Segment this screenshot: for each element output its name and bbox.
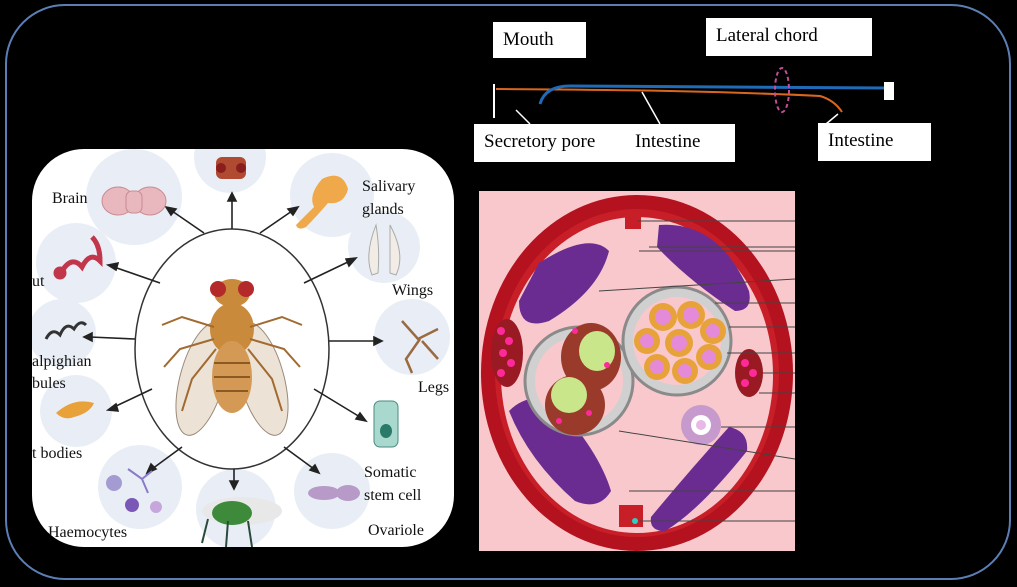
label-intestine-2: Intestine: [818, 123, 931, 161]
lateral-chord-line: [538, 84, 885, 105]
somatic-stem-cell-icon: [373, 400, 399, 448]
ovary-fly-icon: [201, 497, 282, 547]
fat-icon: [56, 401, 94, 419]
figure-frame: [5, 4, 1011, 580]
label-mouth: Mouth: [493, 22, 586, 58]
tail-marker: [884, 82, 894, 100]
malpighian-bubble: [32, 299, 96, 367]
label-legs: Legs: [418, 379, 450, 396]
label-haemocytes: Haemocytes: [48, 524, 128, 541]
label-wings: Wings: [392, 282, 434, 299]
cross-section-svg: [479, 191, 795, 551]
intestine-line: [495, 88, 843, 113]
drosophila-illustration: [32, 149, 450, 547]
section-plane-marker: [774, 67, 790, 113]
label-somatic-stem-cell: Somatic stem cell: [364, 464, 422, 504]
ovariole-icon: [308, 485, 360, 501]
malpighian-icon: [44, 321, 88, 340]
label-intestine-1: Intestine: [625, 124, 735, 162]
label-secretory-pore: Secretory pore: [474, 124, 625, 162]
wings-bubble: [348, 211, 420, 283]
worm-cross-section: [479, 191, 795, 551]
label-lateral-chord: Lateral chord: [706, 18, 872, 56]
brain-icon: [101, 186, 167, 216]
label-malpighian-tubules: alpighian bules: [32, 353, 92, 392]
legs-bubble: [374, 299, 450, 375]
legs-icon: [401, 320, 439, 374]
haemocyte-icon: [106, 468, 162, 513]
wings-icon: [368, 223, 401, 276]
gut-icon: [53, 235, 103, 280]
label-ovariole: Ovariole: [368, 522, 424, 539]
muscle-cells: [509, 224, 750, 531]
fly-icon: [161, 279, 303, 436]
label-gut: ut: [32, 273, 45, 290]
label-brain: Brain: [52, 190, 88, 207]
worm-longitudinal-diagram: [493, 67, 894, 125]
head-icon: [216, 157, 246, 179]
label-salivary-glands: Salivary glands: [362, 178, 416, 218]
salivary-icon: [296, 175, 348, 229]
drosophila-panel: Brain Salivary glands ut Wings alpighian…: [32, 149, 454, 547]
label-fat-bodies: t bodies: [32, 445, 83, 462]
